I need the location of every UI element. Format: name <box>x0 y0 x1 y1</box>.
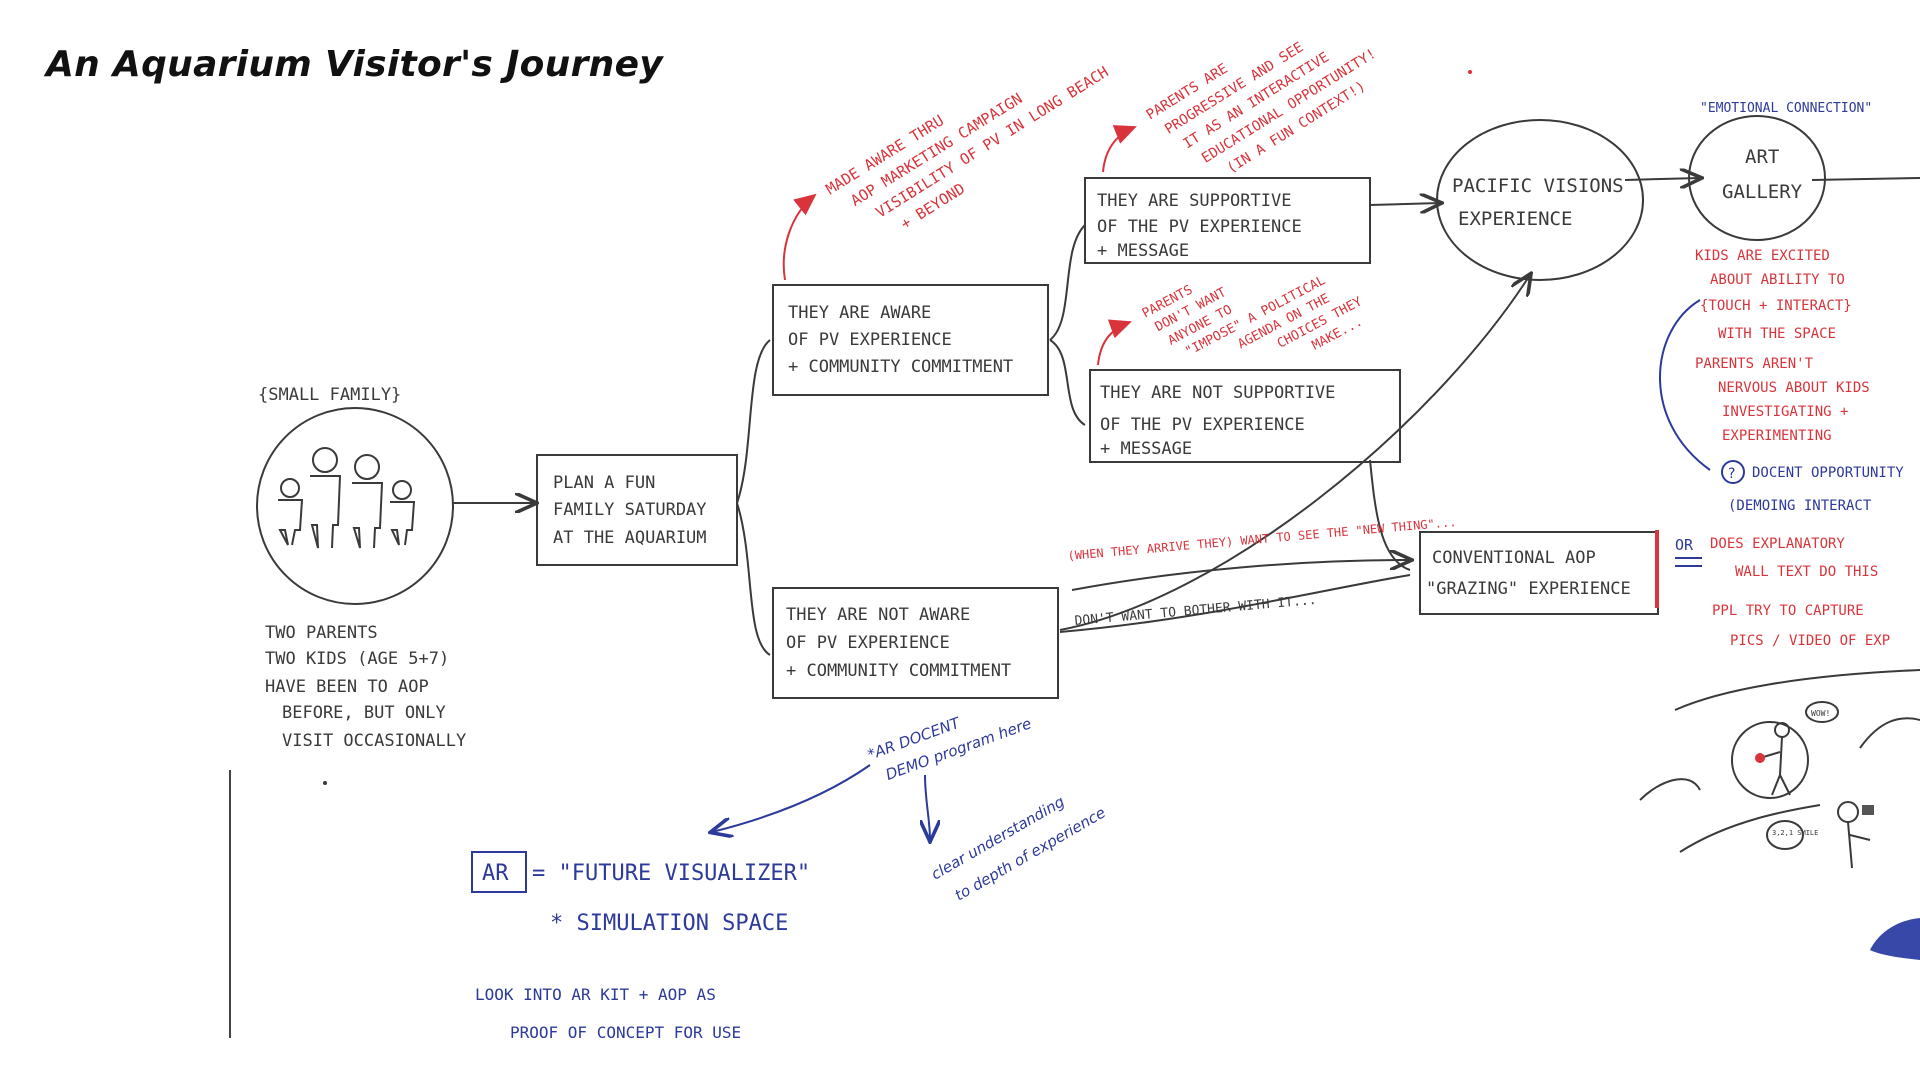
node-pacific-visions: PACIFIC VISIONS EXPERIENCE <box>1436 119 1644 281</box>
persona-bullet: BEFORE, BUT ONLY <box>282 703 446 723</box>
svg-text:EXPERIMENTING: EXPERIMENTING <box>1722 428 1832 444</box>
note-capture: PPL TRY TO CAPTURE PICS / VIDEO OF EXP <box>1712 603 1890 649</box>
svg-text:DON'T WANT TO BOTHER WITH IT..: DON'T WANT TO BOTHER WITH IT... <box>1074 593 1317 629</box>
node-conventional: CONVENTIONAL AOP "GRAZING" EXPERIENCE <box>1419 530 1659 615</box>
svg-text:OF PV EXPERIENCE: OF PV EXPERIENCE <box>786 633 950 653</box>
svg-text:+ MESSAGE: + MESSAGE <box>1097 241 1189 261</box>
svg-text:PLAN A FUN: PLAN A FUN <box>553 473 655 493</box>
node-not-supportive: THEY ARE NOT SUPPORTIVE OF THE PV EXPERI… <box>1089 369 1401 463</box>
svg-text:PROOF OF CONCEPT FOR USE: PROOF OF CONCEPT FOR USE <box>510 1023 741 1042</box>
sheet-edge-line <box>229 770 231 1038</box>
svg-text:INVESTIGATING +: INVESTIGATING + <box>1722 404 1848 420</box>
persona-label: {SMALL FAMILY} <box>258 385 401 405</box>
svg-text:CONVENTIONAL AOP: CONVENTIONAL AOP <box>1432 548 1596 568</box>
svg-text:DOCENT OPPORTUNITY: DOCENT OPPORTUNITY <box>1752 465 1904 481</box>
svg-text:OF THE PV EXPERIENCE: OF THE PV EXPERIENCE <box>1097 217 1302 237</box>
note-kids-excited: KIDS ARE EXCITED ABOUT ABILITY TO {TOUCH… <box>1695 248 1852 342</box>
svg-text:PPL TRY TO CAPTURE: PPL TRY TO CAPTURE <box>1712 603 1864 619</box>
svg-text:+ COMMUNITY COMMITMENT: + COMMUNITY COMMITMENT <box>786 661 1011 681</box>
svg-text:THEY ARE SUPPORTIVE: THEY ARE SUPPORTIVE <box>1097 191 1291 211</box>
svg-text:WITH THE SPACE: WITH THE SPACE <box>1718 326 1836 342</box>
svg-text:NERVOUS ABOUT KIDS: NERVOUS ABOUT KIDS <box>1718 380 1870 396</box>
note-marketing: MADE AWARE THRU AOP MARKETING CAMPAIGN V… <box>782 63 1112 281</box>
dot-mark <box>1468 70 1472 74</box>
svg-text:PARENTS AREN'T: PARENTS AREN'T <box>1695 356 1814 372</box>
persona-bullet: HAVE BEEN TO AOP <box>265 677 429 697</box>
node-not-aware: THEY ARE NOT AWARE OF PV EXPERIENCE + CO… <box>772 587 1059 699</box>
note-emotional-connection: "EMOTIONAL CONNECTION" <box>1700 101 1872 116</box>
svg-text:THEY ARE NOT SUPPORTIVE: THEY ARE NOT SUPPORTIVE <box>1100 383 1335 403</box>
node-art-gallery: ART GALLERY <box>1688 115 1826 241</box>
node-aware: THEY ARE AWARE OF PV EXPERIENCE + COMMUN… <box>772 284 1049 396</box>
note-or: OR <box>1675 536 1702 567</box>
svg-text:(DEMOING INTERACT: (DEMOING INTERACT <box>1728 498 1872 514</box>
svg-text:PACIFIC VISIONS: PACIFIC VISIONS <box>1452 175 1624 197</box>
svg-text:= "FUTURE VISUALIZER": = "FUTURE VISUALIZER" <box>532 861 810 886</box>
family-icon <box>278 447 416 549</box>
svg-text:THEY ARE AWARE: THEY ARE AWARE <box>788 303 931 323</box>
svg-text:THEY ARE NOT AWARE: THEY ARE NOT AWARE <box>786 605 970 625</box>
dot-mark <box>323 781 327 785</box>
arrow-label-dont-want: DON'T WANT TO BOTHER WITH IT... <box>1074 593 1317 629</box>
svg-text:?: ? <box>1728 466 1735 482</box>
svg-text:LOOK INTO AR KIT + AOP AS: LOOK INTO AR KIT + AOP AS <box>475 985 716 1004</box>
bubble-smile: 3,2,1 SMILE <box>1772 829 1818 837</box>
svg-text:ABOUT ABILITY TO: ABOUT ABILITY TO <box>1710 272 1845 288</box>
svg-text:{TOUCH + INTERACT}: {TOUCH + INTERACT} <box>1700 298 1852 314</box>
svg-text:KIDS ARE EXCITED: KIDS ARE EXCITED <box>1695 248 1830 264</box>
note-clear-understanding: clear understanding to depth of experien… <box>928 792 1109 904</box>
svg-text:(WHEN THEY ARRIVE THEY) WANT T: (WHEN THEY ARRIVE THEY) WANT TO SEE THE … <box>1067 515 1457 563</box>
note-ar-definition: AR = "FUTURE VISUALIZER" * SIMULATION SP… <box>471 851 810 1042</box>
svg-text:GALLERY: GALLERY <box>1722 181 1803 203</box>
note-ar-docent: *AR DOCENT DEMO program here <box>712 713 1034 840</box>
persona-circle <box>256 407 454 605</box>
note-parents-supportive: PARENTS ARE PROGRESSIVE AND SEE IT AS AN… <box>1102 39 1379 177</box>
svg-text:OR: OR <box>1675 536 1694 554</box>
svg-text:* SIMULATION SPACE: * SIMULATION SPACE <box>550 911 788 936</box>
bubble-wow: WOW! <box>1811 709 1830 718</box>
persona-bullet: TWO KIDS (AGE 5+7) <box>265 649 449 669</box>
persona-bullet: VISIT OCCASIONALLY <box>282 731 466 751</box>
svg-text:EXPERIENCE: EXPERIENCE <box>1458 208 1572 230</box>
note-docent: ? DOCENT OPPORTUNITY (DEMOING INTERACT <box>1721 460 1904 514</box>
node-supportive: THEY ARE SUPPORTIVE OF THE PV EXPERIENCE… <box>1084 177 1371 264</box>
svg-text:+ MESSAGE: + MESSAGE <box>1100 439 1192 459</box>
note-parents-nervous: PARENTS AREN'T NERVOUS ABOUT KIDS INVEST… <box>1695 356 1870 444</box>
svg-text:WALL TEXT DO THIS: WALL TEXT DO THIS <box>1735 564 1878 580</box>
arrow-label-want-to-see: (WHEN THEY ARRIVE THEY) WANT TO SEE THE … <box>1067 515 1457 563</box>
svg-text:"GRAZING" EXPERIENCE: "GRAZING" EXPERIENCE <box>1426 579 1631 599</box>
svg-text:AOP MARKETING CAMPAIGN: AOP MARKETING CAMPAIGN <box>847 89 1025 210</box>
svg-text:DOES EXPLANATORY: DOES EXPLANATORY <box>1710 536 1845 552</box>
svg-text:EDUCATIONAL OPPORTUNITY!: EDUCATIONAL OPPORTUNITY! <box>1199 46 1379 167</box>
persona-bullets: TWO PARENTS TWO KIDS (AGE 5+7) HAVE BEEN… <box>265 623 466 751</box>
svg-text:AT THE AQUARIUM: AT THE AQUARIUM <box>553 528 707 548</box>
svg-text:PICS / VIDEO OF EXP: PICS / VIDEO OF EXP <box>1730 633 1890 649</box>
blue-shape <box>1870 918 1920 960</box>
visitor-sketch: WOW! 3,2,1 SMILE <box>1639 669 1920 960</box>
connectors <box>453 178 1920 656</box>
svg-text:+ COMMUNITY COMMITMENT: + COMMUNITY COMMITMENT <box>788 357 1013 377</box>
persona-bullet: TWO PARENTS <box>265 623 378 643</box>
svg-text:AR: AR <box>482 861 509 886</box>
svg-text:ART: ART <box>1745 146 1779 168</box>
note-explanatory: DOES EXPLANATORY WALL TEXT DO THIS <box>1710 536 1878 580</box>
svg-text:OF PV EXPERIENCE: OF PV EXPERIENCE <box>788 330 952 350</box>
node-plan: PLAN A FUN FAMILY SATURDAY AT THE AQUARI… <box>536 454 738 566</box>
svg-text:FAMILY SATURDAY: FAMILY SATURDAY <box>553 500 707 520</box>
svg-text:OF THE PV EXPERIENCE: OF THE PV EXPERIENCE <box>1100 415 1305 435</box>
brace-blue <box>1659 299 1711 471</box>
page-title: An Aquarium Visitor's Journey <box>46 44 664 85</box>
